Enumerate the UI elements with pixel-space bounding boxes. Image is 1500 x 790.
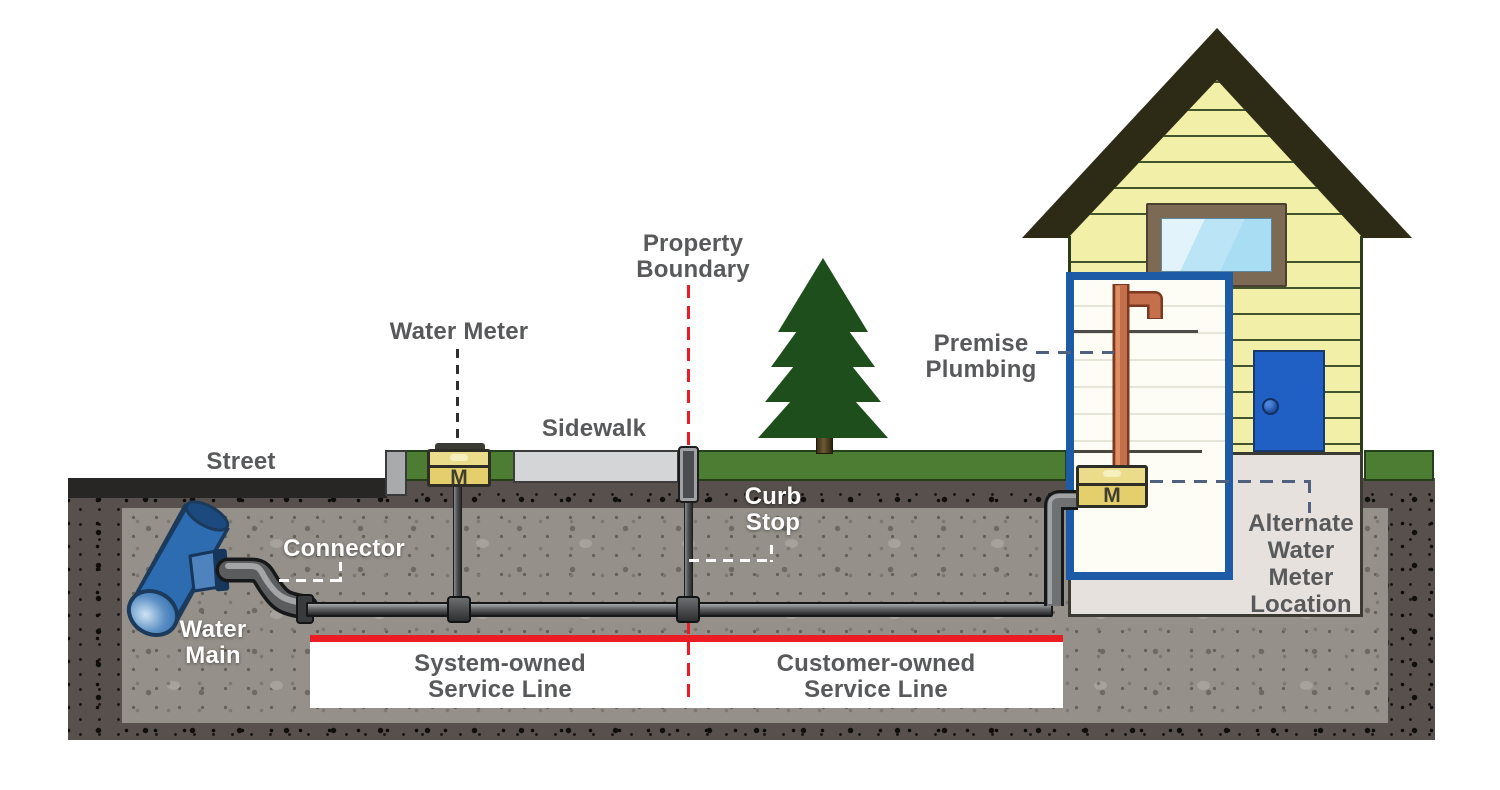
pipe-coupling — [676, 596, 700, 623]
customer-owned-service-line-label: Customer-owned Service Line — [776, 650, 976, 703]
grass-strip — [1364, 450, 1434, 481]
meter-drop-pipe — [453, 486, 462, 604]
sidewalk-slab — [513, 450, 679, 483]
curb-stop-bracket-v — [770, 545, 773, 562]
door-knob — [1262, 398, 1279, 415]
curb-stop-pipe — [684, 500, 693, 604]
grass-strip — [405, 450, 430, 481]
premise-plumbing-leader — [1036, 351, 1114, 354]
alternate-water-meter-location-label: Alternate Water Meter Location — [1248, 510, 1354, 618]
water-meter-pointer-line — [456, 349, 459, 443]
street-water-meter: M — [427, 449, 491, 487]
tree — [755, 256, 891, 454]
curb-stop-label: Curb Stop — [744, 483, 802, 536]
meter-cover — [430, 452, 488, 468]
property-boundary-label: Property Boundary — [636, 230, 750, 283]
street-curb — [385, 450, 407, 496]
basement-water-meter: M — [1076, 465, 1148, 508]
premise-plumbing-label: Premise Plumbing — [925, 330, 1037, 383]
house-cutaway-panel — [1066, 272, 1233, 580]
alternate-meter-leader-v — [1308, 480, 1311, 513]
sidewalk-label: Sidewalk — [541, 415, 647, 442]
system-owned-service-line-label: System-owned Service Line — [414, 650, 586, 703]
pipe-coupling — [447, 596, 471, 623]
meter-letter: M — [430, 467, 488, 484]
basement-floor-line — [1074, 450, 1202, 453]
street-asphalt-surface — [68, 478, 387, 498]
meter-letter: M — [1079, 485, 1145, 505]
meter-lid — [435, 443, 485, 451]
service-line-ownership-bar — [310, 635, 1063, 642]
grass-strip — [697, 450, 1067, 481]
ownership-label-box — [310, 642, 1063, 708]
connector-label: Connector — [283, 535, 405, 562]
meter-cover — [1079, 468, 1145, 486]
connector-bracket-h — [279, 579, 345, 582]
water-meter-label: Water Meter — [389, 318, 529, 345]
curb-stop-valve — [678, 446, 699, 503]
street-label: Street — [206, 448, 276, 475]
grass-strip — [488, 450, 515, 481]
house-window-glass — [1161, 218, 1272, 272]
connector-bracket-v — [339, 562, 342, 582]
alternate-meter-leader-h — [1150, 480, 1311, 483]
water-main-label: Water Main — [179, 616, 247, 669]
curb-stop-bracket-h — [689, 559, 774, 562]
